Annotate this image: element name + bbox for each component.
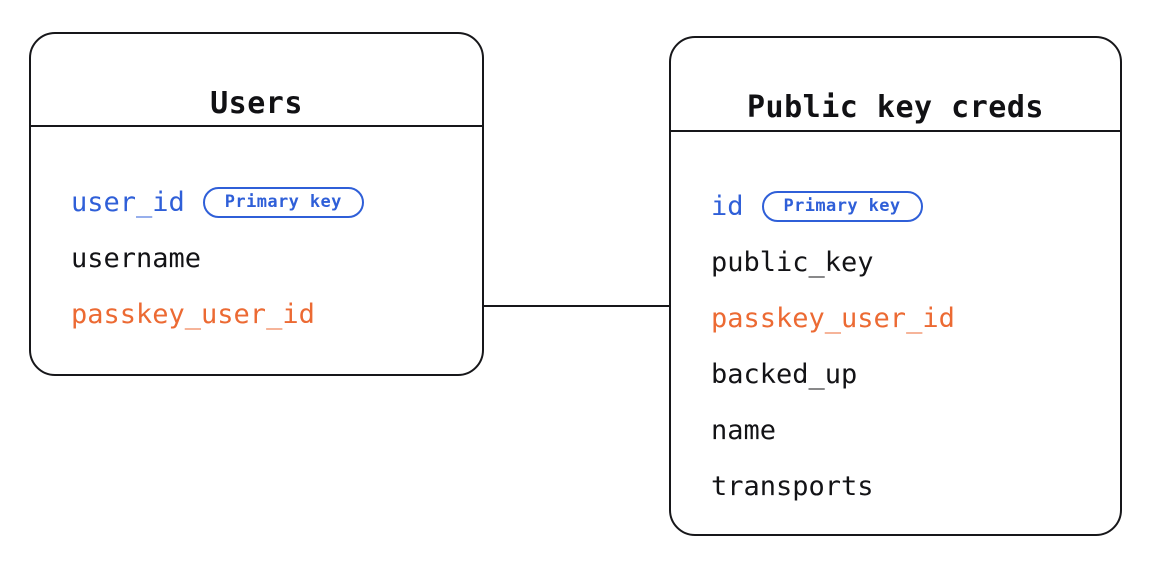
entity-users-field-list: user_id Primary key username passkey_use…	[71, 174, 464, 342]
field-row-passkey-user-id[interactable]: passkey_user_id	[71, 286, 464, 342]
primary-key-badge: Primary key	[202, 186, 364, 218]
entity-public-key-creds-field-list: id Primary key public_key passkey_user_i…	[711, 178, 1102, 514]
field-name-passkey-user-id: passkey_user_id	[71, 298, 315, 330]
entity-public-key-creds-header-divider	[671, 130, 1120, 132]
field-name-user-id: user_id	[71, 186, 185, 218]
entity-users[interactable]: Users user_id Primary key username passk…	[29, 32, 484, 376]
field-row-user-id[interactable]: user_id Primary key	[71, 174, 464, 230]
field-row-name[interactable]: name	[711, 402, 1102, 458]
primary-key-badge: Primary key	[761, 190, 923, 222]
field-row-backed-up[interactable]: backed_up	[711, 346, 1102, 402]
entity-users-header-divider	[31, 125, 482, 127]
field-row-public-key[interactable]: public_key	[711, 234, 1102, 290]
field-name-id: id	[711, 190, 744, 222]
field-name-passkey-user-id: passkey_user_id	[711, 302, 955, 334]
field-name-backed-up: backed_up	[711, 358, 858, 390]
field-name-name: name	[711, 414, 777, 446]
field-row-passkey-user-id[interactable]: passkey_user_id	[711, 290, 1102, 346]
entity-public-key-creds[interactable]: Public key creds id Primary key public_k…	[669, 36, 1122, 536]
entity-public-key-creds-title: Public key creds	[747, 90, 1044, 125]
entity-users-title: Users	[210, 86, 303, 121]
field-row-transports[interactable]: transports	[711, 458, 1102, 514]
field-name-public-key: public_key	[711, 246, 874, 278]
field-row-id[interactable]: id Primary key	[711, 178, 1102, 234]
field-name-transports: transports	[711, 470, 874, 502]
relationship-connector-line[interactable]	[483, 305, 671, 307]
field-row-username[interactable]: username	[71, 230, 464, 286]
field-name-username: username	[71, 242, 202, 274]
